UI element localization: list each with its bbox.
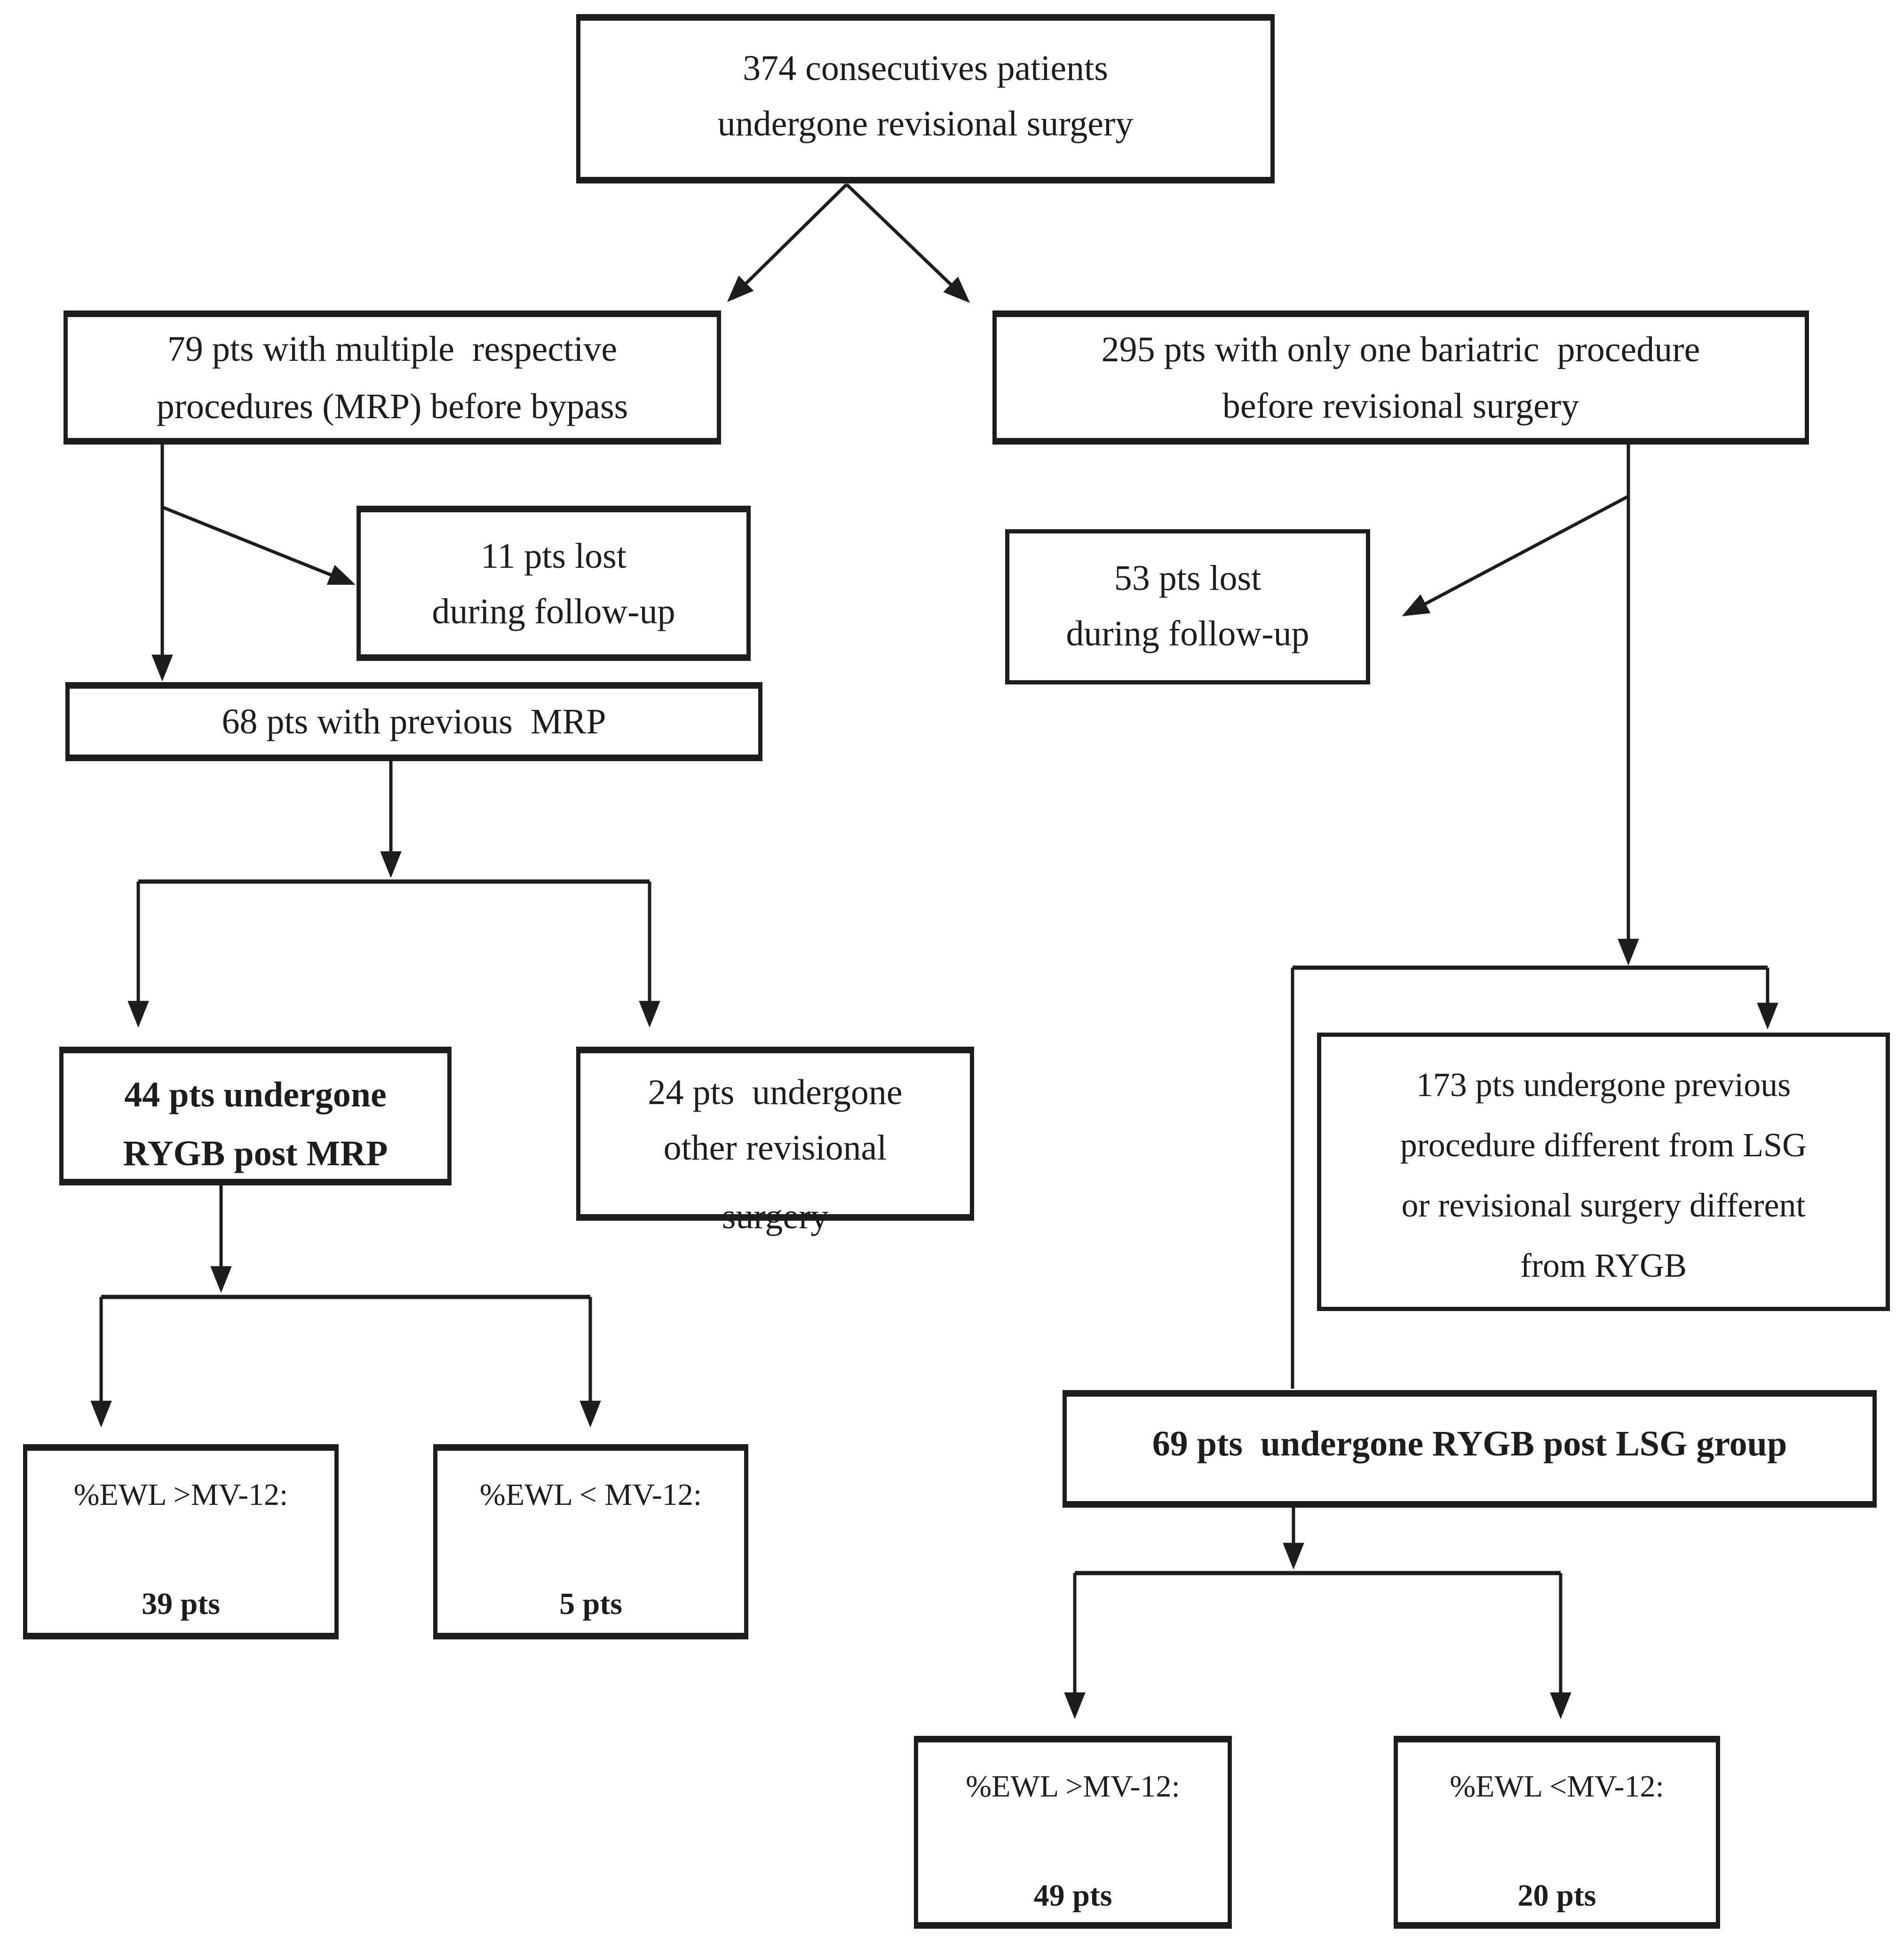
ewl-count: 49 pts (1033, 1878, 1112, 1913)
node-one-procedure-lost-followup: 53 pts lost during follow-up (1005, 529, 1370, 684)
node-one-bariatric-procedure: 295 pts with only one bariatric procedur… (992, 310, 1809, 445)
ewl-count: 5 pts (559, 1587, 622, 1621)
node-text-line: 69 pts undergone RYGB post LSG group (1152, 1424, 1787, 1463)
node-lsg-ewl-above-mv12: %EWL >MV-12: 49 pts (914, 1736, 1232, 1929)
ewl-label: %EWL >MV-12: (73, 1478, 288, 1512)
arrow-total-to-one-procedure (845, 183, 970, 303)
node-text-line: undergone revisional surgery (717, 104, 1134, 143)
ewl-label: %EWL < MV-12: (479, 1478, 702, 1512)
ewl-count: 39 pts (142, 1587, 220, 1621)
node-text-line: 68 pts with previous MRP (222, 702, 606, 741)
node-text-line: 295 pts with only one bariatric procedur… (1101, 329, 1700, 369)
node-text-line: RYGB post MRP (123, 1134, 388, 1173)
node-multiple-procedures: 79 pts with multiple respective procedur… (63, 310, 721, 445)
node-text-line: 173 pts undergone previous (1416, 1066, 1791, 1104)
arrow-mrp-to-lost-followup (161, 505, 356, 585)
node-text-line: 11 pts lost (481, 536, 627, 576)
node-rygb-post-lsg-group: 69 pts undergone RYGB post LSG group (1063, 1390, 1877, 1508)
node-total-patients: 374 consecutives patients undergone revi… (576, 14, 1275, 183)
node-text-line: procedure different from LSG (1400, 1126, 1807, 1164)
node-text-line: before revisional surgery (1222, 386, 1579, 426)
node-lsg-ewl-below-mv12: %EWL <MV-12: 20 pts (1394, 1736, 1720, 1929)
node-text-line: 44 pts undergone (124, 1075, 387, 1114)
node-text-line: 79 pts with multiple respective (167, 329, 618, 369)
node-mrp-ewl-above-mv12: %EWL >MV-12: 39 pts (23, 1444, 339, 1639)
node-different-from-lsg-or-rygb: 173 pts undergone previous procedure dif… (1317, 1033, 1890, 1311)
ewl-label: %EWL >MV-12: (966, 1769, 1180, 1804)
node-rygb-post-mrp: 44 pts undergone RYGB post MRP (59, 1047, 452, 1185)
arrow-one-procedure-to-lost-followup (1402, 494, 1629, 616)
node-text-line: surgery (722, 1197, 829, 1236)
node-other-revisional-surgery: 24 pts undergone other revisional surger… (576, 1047, 974, 1236)
node-text-line: 53 pts lost (1114, 558, 1261, 598)
arrow-total-to-mrp (727, 183, 848, 302)
ewl-count: 20 pts (1517, 1878, 1596, 1913)
node-mrp-ewl-below-mv12: %EWL < MV-12: 5 pts (433, 1444, 748, 1639)
node-text-line: during follow-up (1066, 614, 1309, 653)
node-mrp-lost-followup: 11 pts lost during follow-up (357, 506, 751, 661)
node-text-line: other revisional (663, 1128, 887, 1168)
node-text-line: procedures (MRP) before bypass (156, 386, 628, 426)
node-text-line: or revisional surgery different (1401, 1186, 1806, 1224)
node-text-line: from RYGB (1520, 1247, 1687, 1284)
node-text-line: 374 consecutives patients (743, 48, 1108, 88)
node-mrp-followed: 68 pts with previous MRP (65, 682, 762, 761)
node-text-line: during follow-up (432, 592, 675, 631)
ewl-label: %EWL <MV-12: (1450, 1769, 1664, 1804)
node-text-line: 24 pts undergone (648, 1073, 903, 1112)
